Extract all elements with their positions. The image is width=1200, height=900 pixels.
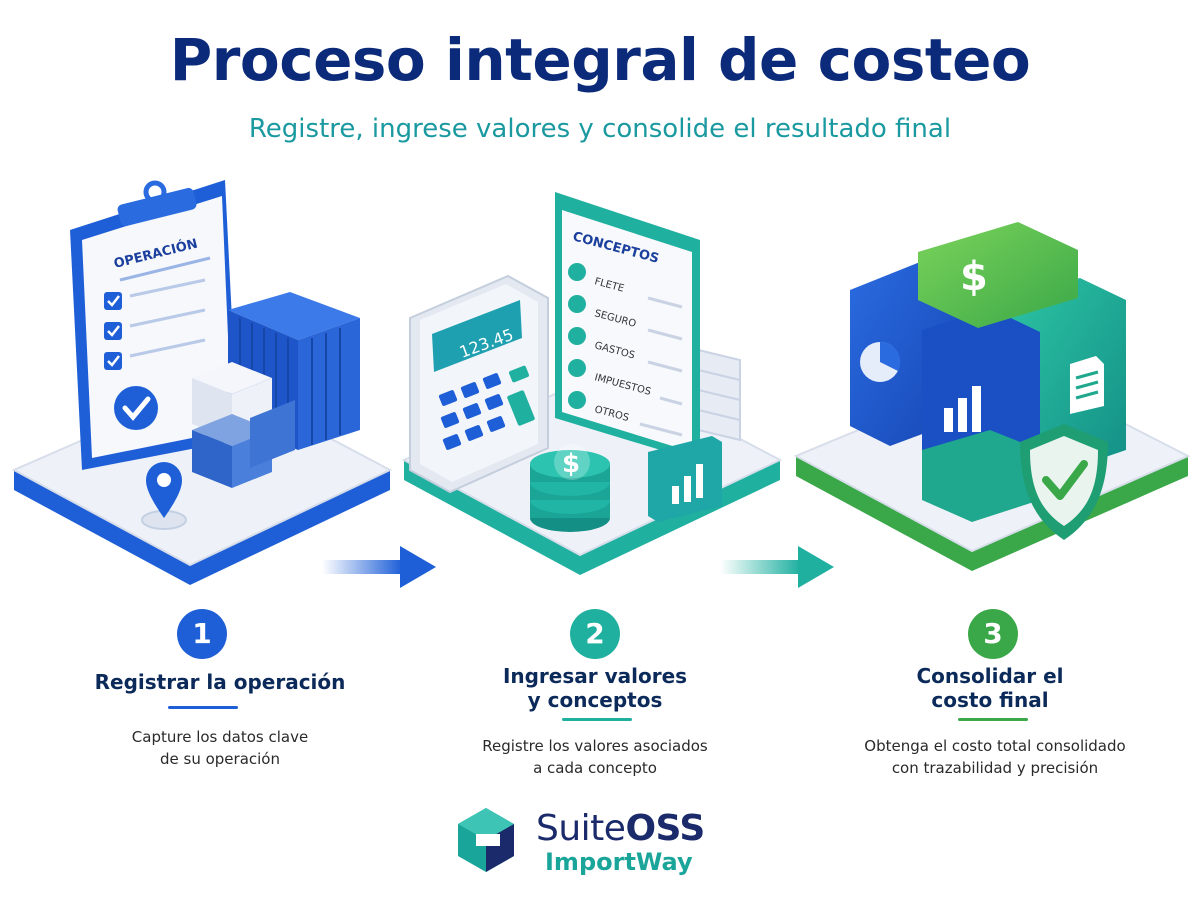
cube-blocks-icon: $ bbox=[850, 222, 1126, 522]
step-3-number-badge: 3 bbox=[968, 609, 1018, 659]
step-1-underline bbox=[168, 706, 238, 709]
step-1-number-badge: 1 bbox=[177, 609, 227, 659]
shield-check-icon bbox=[1020, 424, 1108, 540]
step-1-description: Capture los datos clave de su operación bbox=[131, 728, 309, 768]
concepts-list-panel: CONCEPTOS FLETE SEGURO GASTOS IMPUESTOS … bbox=[555, 192, 700, 462]
boxes-icon bbox=[192, 362, 295, 488]
step-2-underline bbox=[562, 718, 632, 721]
step-3-title: Consolidar el costo final bbox=[916, 664, 1064, 712]
arrow-2-to-3 bbox=[720, 546, 834, 588]
svg-text:$: $ bbox=[562, 449, 580, 479]
bar-chart-icon bbox=[648, 436, 722, 522]
svg-text:$: $ bbox=[960, 254, 988, 300]
step-2-description: Registre los valores asociados a cada co… bbox=[482, 737, 708, 777]
calculator-icon: 123.45 bbox=[409, 274, 549, 494]
step-3-description: Obtenga el costo total consolidado con t… bbox=[864, 737, 1126, 777]
step-2-number-badge: 2 bbox=[570, 609, 620, 659]
step-2-title: Ingresar valores y conceptos bbox=[502, 664, 688, 712]
arrow-1-to-2 bbox=[322, 546, 436, 588]
product-name: ImportWay bbox=[545, 848, 693, 876]
step-3-underline bbox=[958, 718, 1028, 721]
page-title: Proceso integral de costeo bbox=[169, 26, 1031, 94]
brand-name: SuiteOSS bbox=[536, 808, 705, 849]
page-subtitle: Registre, ingrese valores y consolide el… bbox=[248, 114, 952, 144]
location-pin-icon bbox=[141, 462, 187, 530]
coin-stack-icon: $ bbox=[530, 444, 610, 532]
step-1-title: Registrar la operación bbox=[94, 670, 346, 694]
suiteoss-logo-mark bbox=[458, 808, 514, 872]
